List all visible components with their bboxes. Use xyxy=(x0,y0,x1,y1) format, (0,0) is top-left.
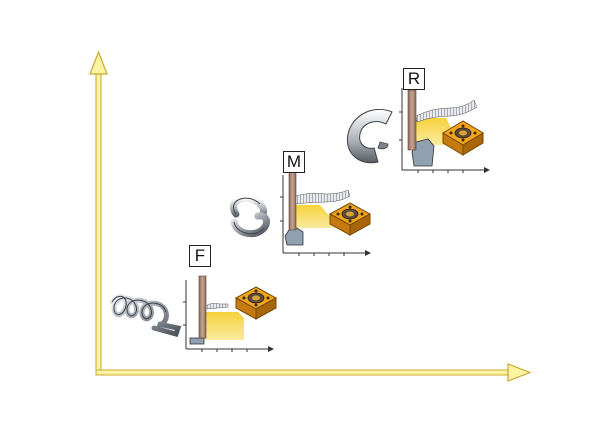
vertical-axis-arrow xyxy=(89,50,108,374)
orange-square-insert-icon xyxy=(442,120,484,156)
broad-curl-chip-icon xyxy=(346,109,393,164)
orange-square-insert-icon xyxy=(234,286,278,320)
stage-label-f: F xyxy=(189,245,211,267)
horizontal-axis-arrow xyxy=(95,363,532,382)
stage-r-group xyxy=(346,88,490,173)
rough-cutting-graph xyxy=(399,88,490,173)
medium-cutting-graph xyxy=(280,169,372,256)
tight-spiral-chip-icon xyxy=(109,293,182,338)
stage-label-m: M xyxy=(283,151,305,173)
light-cutting-graph xyxy=(183,275,278,352)
stage-m-group xyxy=(230,169,372,256)
stage-f-group xyxy=(109,275,278,352)
orange-square-insert-icon xyxy=(328,202,372,236)
curled-chip-icon xyxy=(230,194,270,238)
stage-label-r: R xyxy=(403,68,425,90)
